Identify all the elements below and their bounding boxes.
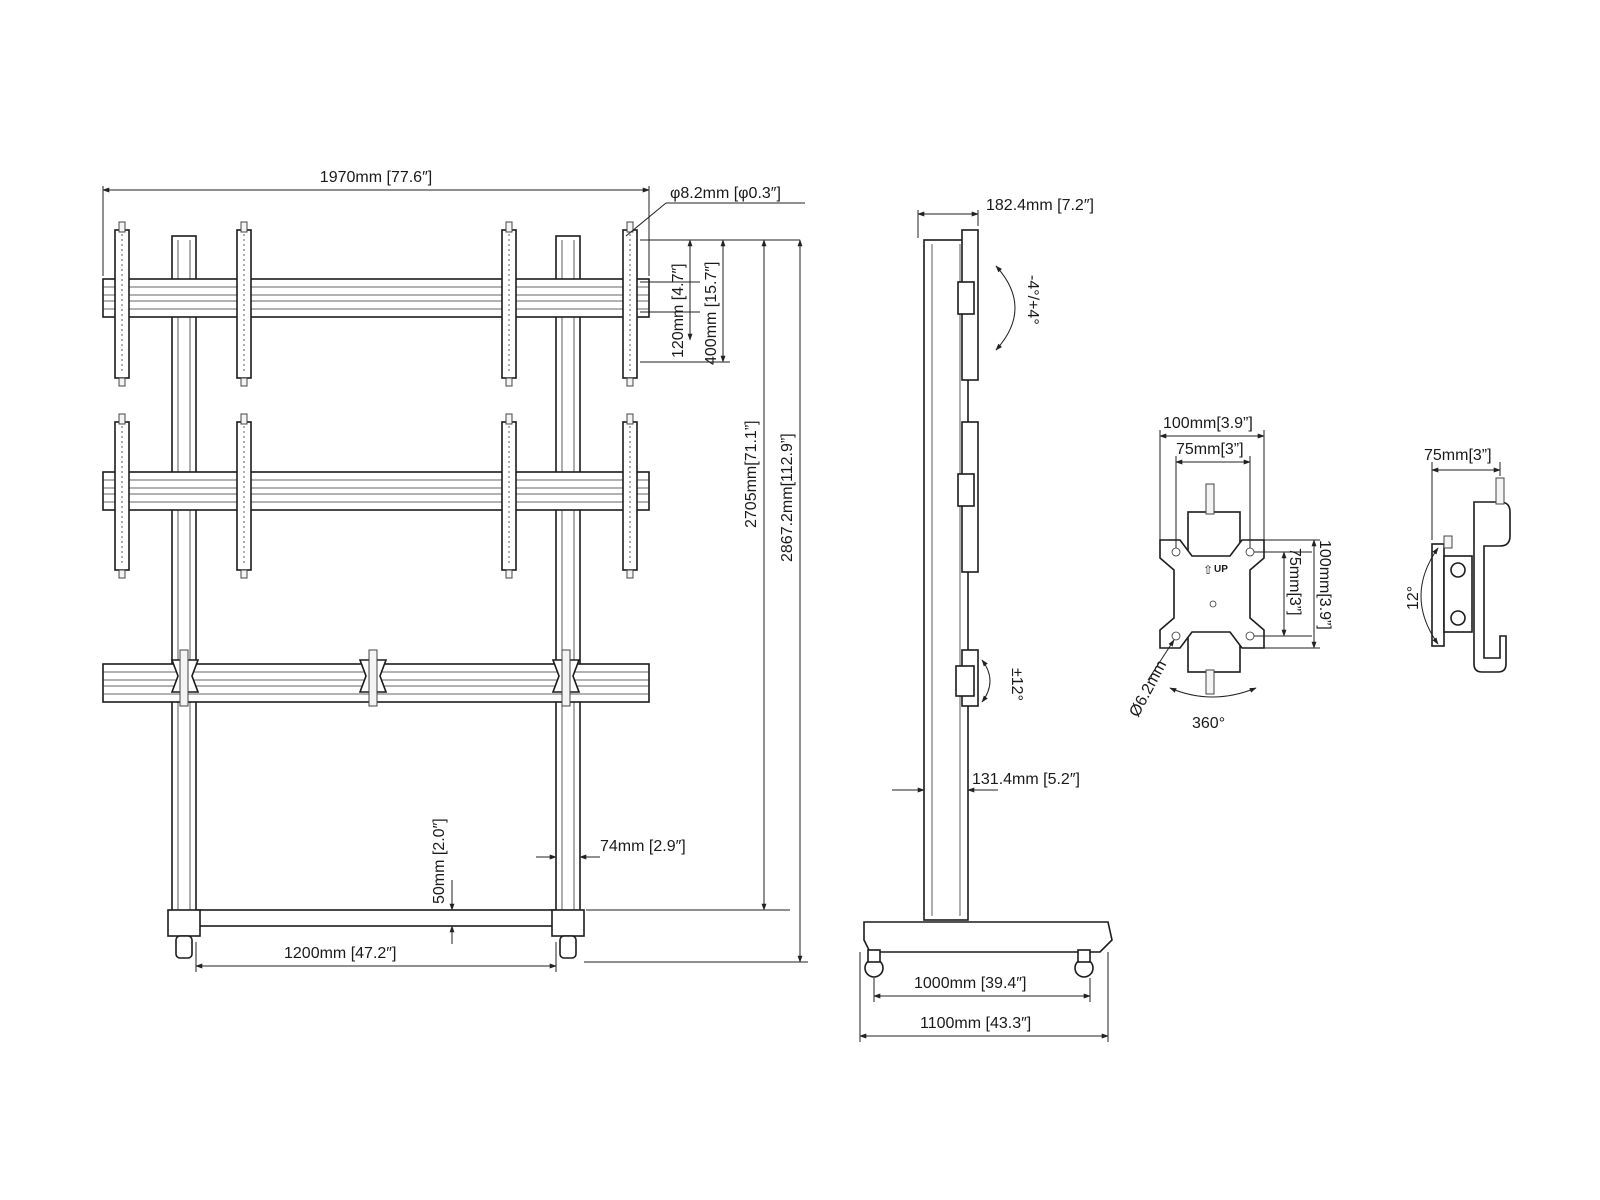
pole-height-label: 2705mm[71.1”]: [743, 420, 760, 528]
pole-width-label: 74mm [2.9″]: [600, 838, 686, 855]
vesa-outer-height-label: 100mm[3.9”]: [1316, 540, 1333, 630]
top-brackets: [114, 221, 638, 387]
side-pole: [923, 239, 969, 921]
tilt-angle-label: 12°: [1405, 586, 1422, 610]
up-arrow-icon: ⇧: [1203, 563, 1213, 577]
left-pole: [171, 235, 197, 927]
swivel-range-label: ±12°: [1008, 668, 1025, 701]
pole-spacing-label: 1200mm [47.2″]: [284, 945, 396, 962]
right-pole: [555, 235, 581, 927]
vesa-plates: [170, 649, 581, 707]
middle-rail: [102, 471, 650, 511]
middle-brackets: [114, 413, 638, 579]
vesa-outer-width-label: 100mm[3.9”]: [1163, 415, 1253, 432]
tilt-hook: [1473, 501, 1511, 673]
front-view: 1970mm [77.6″] φ8.2mm [φ0.3″] 120mm [4.7…: [102, 169, 808, 972]
ground-clearance-label: 50mm [2.0″]: [431, 818, 448, 904]
vesa-inner-height-label: 75mm[3”]: [1286, 548, 1303, 616]
bottom-crossbar: [195, 909, 557, 927]
side-view: 182.4mm [7.2″] -4°/+4° ±12° 131.4mm [5.2…: [859, 197, 1113, 1042]
tilt-offset-label: 75mm[3”]: [1424, 447, 1492, 464]
overall-height-label: 2867.2mm[112.9”]: [779, 433, 796, 562]
top-rail: [102, 278, 650, 318]
top-depth-label: 182.4mm [7.2″]: [986, 197, 1094, 214]
tilt-detail: 75mm[3”] 12°: [1405, 447, 1511, 673]
up-mark: UP: [1214, 564, 1228, 575]
vesa-inner-width-label: 75mm[3”]: [1176, 441, 1244, 458]
bracket-length-label: 400mm [15.7″]: [703, 262, 720, 366]
wheelbase-label: 1000mm [39.4″]: [914, 975, 1026, 992]
base-length-label: 1100mm [43.3″]: [920, 1015, 1031, 1032]
hole-diameter-label: φ8.2mm [φ0.3″]: [670, 185, 781, 202]
pole-depth-label: 131.4mm [5.2″]: [972, 771, 1080, 788]
side-base: [863, 921, 1113, 953]
overall-width-label: 1970mm [77.6″]: [320, 169, 432, 186]
rotation-label: 360°: [1192, 715, 1225, 732]
vesa-detail: UP ⇧ 100mm[3.9”] 75mm[3”] 75mm[3”] 100mm…: [1127, 415, 1333, 732]
hole-size-label: Ø6.2mm: [1127, 658, 1171, 720]
rail-spacing-label: 120mm [4.7″]: [670, 263, 687, 358]
tilt-range-label: -4°/+4°: [1024, 275, 1041, 325]
